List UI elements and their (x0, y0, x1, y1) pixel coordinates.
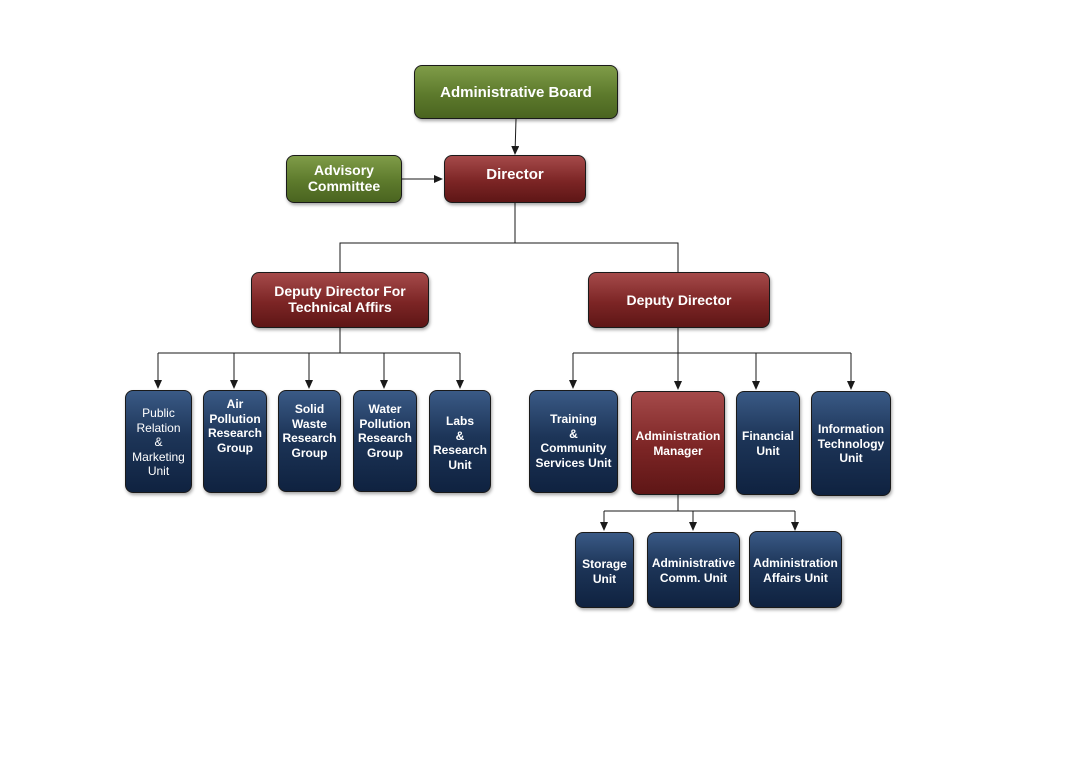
deputy-director-technical-label: Deputy Director For Technical Affirs (274, 283, 406, 315)
connector-deputies-bus (339, 242, 679, 272)
administrative-comm-unit-box: Administrative Comm. Unit (647, 532, 740, 608)
administrative-comm-unit-label: Administrative Comm. Unit (651, 556, 736, 585)
training-community-unit-label: Training & Community Services Unit (535, 412, 612, 470)
administrative-board-box: Administrative Board (414, 65, 618, 119)
labs-research-unit-box: Labs & Research Unit (429, 390, 491, 493)
advisory-committee-label: Advisory Committee (307, 162, 381, 194)
public-relation-unit-label: Public Relation & Marketing Unit (132, 406, 185, 478)
administration-affairs-unit-box: Administration Affairs Unit (749, 531, 842, 608)
public-relation-unit-box: Public Relation & Marketing Unit (125, 390, 192, 493)
solid-waste-group-label: Solid Waste Research Group (282, 402, 337, 460)
advisory-committee-box: Advisory Committee (286, 155, 402, 203)
information-technology-unit-label: Information Technology Unit (817, 422, 885, 465)
air-pollution-group-label: Air Pollution Research Group (207, 397, 263, 455)
deputy-director-box: Deputy Director (588, 272, 770, 328)
administrative-board-label: Administrative Board (440, 83, 592, 101)
deputy-director-technical-box: Deputy Director For Technical Affirs (251, 272, 429, 328)
solid-waste-group-box: Solid Waste Research Group (278, 390, 341, 492)
administration-affairs-unit-label: Administration Affairs Unit (753, 556, 838, 585)
financial-unit-label: Financial Unit (741, 429, 794, 458)
information-technology-unit-box: Information Technology Unit (811, 391, 891, 496)
training-community-unit-box: Training & Community Services Unit (529, 390, 618, 493)
connector-board-to-director (511, 118, 520, 155)
financial-unit-box: Financial Unit (736, 391, 800, 495)
water-pollution-group-box: Water Pollution Research Group (353, 390, 417, 492)
labs-research-unit-label: Labs & Research Unit (432, 414, 488, 472)
administration-manager-label: Administration Manager (635, 429, 721, 458)
storage-unit-label: Storage Unit (582, 557, 627, 586)
director-label: Director (486, 166, 544, 183)
administration-manager-box: Administration Manager (631, 391, 725, 495)
air-pollution-group-box: Air Pollution Research Group (203, 390, 267, 493)
water-pollution-group-label: Water Pollution Research Group (357, 402, 413, 460)
storage-unit-box: Storage Unit (575, 532, 634, 608)
director-box: Director (444, 155, 586, 203)
deputy-director-label: Deputy Director (626, 292, 732, 308)
